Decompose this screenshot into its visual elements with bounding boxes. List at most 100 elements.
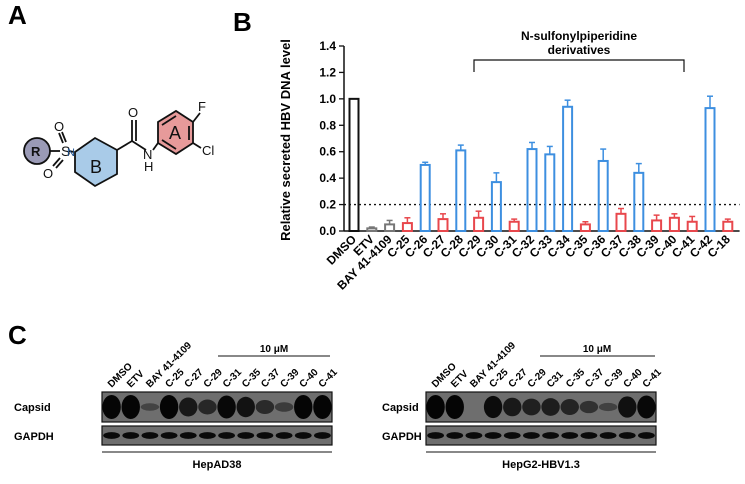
bar <box>704 107 716 232</box>
capsid-band <box>179 397 198 417</box>
blot-lane-label: C-35 <box>240 367 263 390</box>
cell-line-label: HepG2-HBV1.3 <box>502 459 580 471</box>
capsid-band <box>102 395 121 419</box>
gapdh-row-label: GAPDH <box>14 431 54 443</box>
gapdh-band <box>637 432 655 439</box>
blot-lane-label: C-39 <box>278 367 301 390</box>
capsid-band <box>159 395 179 419</box>
gapdh-band <box>427 432 445 439</box>
gapdh-band <box>542 432 560 439</box>
gapdh-band <box>599 432 617 439</box>
blot-lane-label: C-37 <box>583 367 606 390</box>
capsid-band <box>618 396 637 418</box>
bar <box>508 220 520 232</box>
blot-lane-label: C-41 <box>641 367 664 390</box>
blot-lane-label: C-41 <box>317 367 340 390</box>
y-tick-label: 1.0 <box>319 92 336 106</box>
bar <box>348 97 360 232</box>
capsid-band <box>313 395 332 419</box>
capsid-band <box>598 402 618 412</box>
gapdh-blot-image <box>101 425 333 446</box>
gapdh-band <box>580 432 598 439</box>
gapdh-band <box>160 432 178 439</box>
chlorine-label: Cl <box>202 143 214 158</box>
gapdh-band <box>218 432 236 439</box>
y-tick-label: 1.2 <box>319 65 336 79</box>
amide-nitrogen-label: N <box>143 147 152 162</box>
capsid-band <box>217 395 236 419</box>
gapdh-blot-image <box>425 425 657 446</box>
y-axis: 0.00.20.40.60.81.01.21.4 <box>319 39 740 238</box>
ring-b-label: B <box>90 157 102 177</box>
oxygen-label-1: O <box>54 119 64 134</box>
bar <box>597 159 609 232</box>
gapdh-band <box>484 432 502 439</box>
capsid-band <box>637 395 656 419</box>
gapdh-band <box>561 432 579 439</box>
bar <box>544 153 556 233</box>
blot-lane-label: C-40 <box>622 367 645 390</box>
gapdh-band <box>275 432 293 439</box>
y-tick-label: 0.2 <box>319 198 336 212</box>
capsid-band <box>426 395 445 419</box>
capsid-band <box>274 402 294 412</box>
panel-label-a: A <box>8 0 27 30</box>
capsid-band <box>140 403 160 411</box>
gapdh-band <box>618 432 636 439</box>
blot-lane-label: C-29 <box>526 367 549 390</box>
bar <box>651 219 663 233</box>
capsid-band <box>483 395 503 419</box>
gapdh-row-label: GAPDH <box>382 431 422 443</box>
bond-s-o1 <box>58 132 64 144</box>
chemical-structure <box>23 109 202 188</box>
bar <box>419 163 431 232</box>
capsid-band <box>198 399 217 415</box>
blot-lane-label: C31 <box>545 369 566 390</box>
bond-n-ring <box>152 142 159 151</box>
fluorine-label: F <box>198 99 206 114</box>
gapdh-band <box>465 432 483 439</box>
bracket-line <box>473 59 685 72</box>
blot-lane-label: C-35 <box>564 367 587 390</box>
capsid-band <box>236 396 255 418</box>
capsid-band <box>294 395 313 419</box>
gapdh-band <box>141 432 159 439</box>
gapdh-band <box>294 432 312 439</box>
capsid-row-label: Capsid <box>14 402 51 414</box>
gapdh-band <box>103 432 121 439</box>
bond-c-n <box>131 140 147 151</box>
bar <box>579 223 591 232</box>
bar <box>473 216 485 233</box>
bond-s-o2 <box>52 157 61 167</box>
bar <box>401 222 413 232</box>
piperidine-ring-b <box>74 136 118 188</box>
bar <box>437 218 449 233</box>
panel-label-c: C <box>8 320 27 350</box>
bond-ring-cl <box>192 142 202 149</box>
bond-s-n <box>68 150 75 153</box>
capsid-band <box>445 395 464 419</box>
y-tick-label: 0.6 <box>319 145 336 159</box>
panel-label-b: B <box>233 7 252 37</box>
capsid-band <box>579 400 599 414</box>
blot-lane-label: C-40 <box>298 367 321 390</box>
derivatives-bracket: N-sulfonylpiperidine derivatives <box>473 29 685 72</box>
bracket-label-line2: derivatives <box>548 43 611 57</box>
bar <box>526 148 538 232</box>
blot-concentration-label: 10 μM <box>260 344 288 355</box>
capsid-band <box>503 397 522 417</box>
bar <box>490 181 502 233</box>
capsid-band <box>541 398 560 416</box>
gapdh-band <box>503 432 521 439</box>
nitrogen-sulfonyl-label: N <box>67 147 75 159</box>
structure-atom-labels: R S N O O O N H B A F Cl <box>31 99 214 181</box>
bond-ring-carbonyl <box>116 140 133 151</box>
gapdh-band <box>522 432 540 439</box>
capsid-band <box>560 399 579 415</box>
capsid-blot-image <box>101 391 333 423</box>
bar <box>615 212 627 232</box>
capsid-row-label: Capsid <box>382 402 419 414</box>
capsid-band <box>121 395 140 419</box>
